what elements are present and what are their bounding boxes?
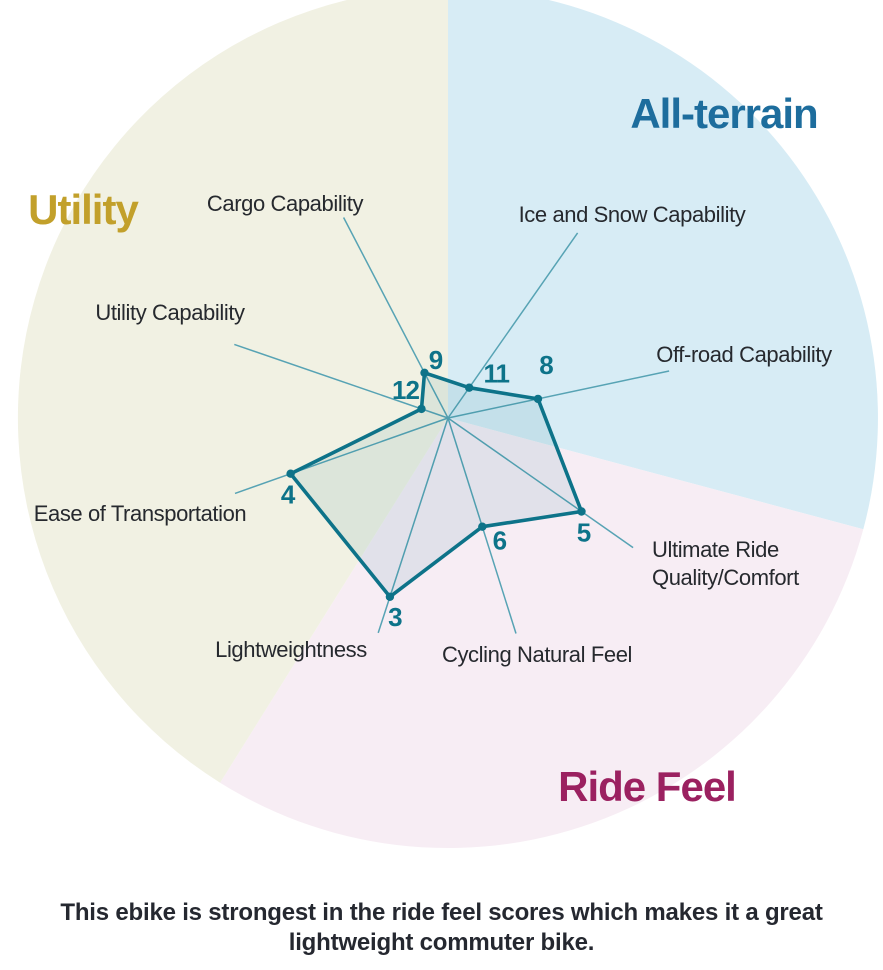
figure-caption: This ebike is strongest in the ride feel…	[0, 898, 883, 958]
axis-spoke-ease-of-transportation	[234, 417, 449, 495]
axis-label-lightweightness: Lightweightness	[215, 637, 367, 662]
sector-ride-feel	[220, 418, 864, 849]
value-label-cargo-capability: 9	[429, 345, 443, 375]
value-label-off-road-capability: 8	[539, 350, 553, 380]
data-point-cargo-capability	[420, 368, 429, 377]
data-point-utility-capability	[417, 404, 426, 414]
axis-label-off-road-capability: Off-road Capability	[656, 342, 832, 367]
value-label-cycling-natural-feel: 6	[493, 526, 507, 556]
sector-title-ride-feel: Ride Feel	[558, 763, 736, 810]
data-point-ultimate-ride-quality-comfort	[577, 507, 586, 516]
value-label-lightweightness: 3	[388, 602, 402, 632]
value-label-ice-and-snow-capability: 11	[483, 359, 509, 389]
axis-label-utility-capability: Utility Capability	[95, 300, 245, 325]
axis-spoke-cargo-capability	[342, 217, 449, 419]
axis-label-ultimate-ride-quality-comfort-line-2: Quality/Comfort	[652, 565, 799, 590]
axis-spoke-utility-capability	[234, 343, 449, 419]
sector-utility	[17, 0, 448, 783]
data-point-ease-of-transportation	[286, 469, 295, 478]
caption-line-1: This ebike is strongest in the ride feel…	[60, 899, 823, 926]
axis-label-cycling-natural-feel: Cycling Natural Feel	[442, 642, 632, 667]
caption-line-2: lightweight commuter bike.	[288, 929, 595, 956]
axis-label-cargo-capability: Cargo Capability	[207, 191, 364, 216]
axis-spoke-ultimate-ride-quality-comfort	[447, 417, 634, 549]
axis-label-ease-of-transportation: Ease of Transportation	[34, 501, 247, 526]
sector-title-utility: Utility	[28, 186, 139, 233]
data-point-lightweightness	[385, 592, 395, 601]
axis-label-ultimate-ride-quality-comfort-line-1: Ultimate Ride	[652, 537, 779, 562]
value-label-utility-capability: 12	[392, 375, 419, 405]
value-label-ease-of-transportation: 4	[281, 480, 296, 510]
axis-spoke-off-road-capability	[447, 370, 670, 419]
data-point-ice-and-snow-capability	[465, 383, 474, 392]
axis-label-ice-and-snow-capability: Ice and Snow Capability	[519, 202, 746, 227]
value-label-ultimate-ride-quality-comfort: 5	[577, 518, 591, 548]
sector-title-all-terrain: All-terrain	[630, 90, 817, 137]
sector-all-terrain	[448, 0, 878, 530]
data-point-cycling-natural-feel	[478, 522, 487, 531]
data-point-off-road-capability	[533, 394, 543, 404]
